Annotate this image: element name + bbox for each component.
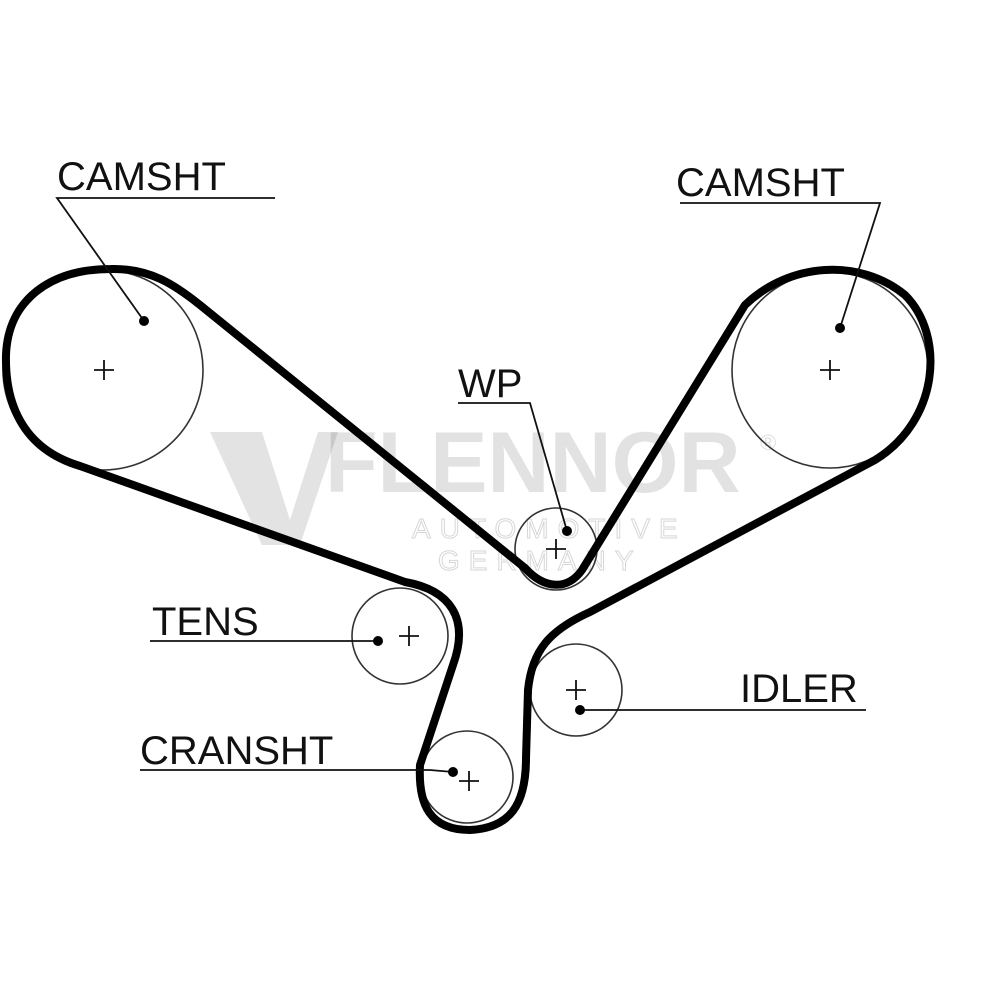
watermark-brand: FLENNOR xyxy=(325,415,741,511)
crankshaft-center-mark xyxy=(459,771,479,791)
flennor-logo-shape xyxy=(210,432,338,545)
crankshaft-label: CRANSHT xyxy=(140,729,333,773)
tensioner-pulley xyxy=(351,587,449,685)
camshaft-right-leader xyxy=(680,202,882,329)
camshaft-right-label: CAMSHT xyxy=(676,161,845,205)
idler-leader-dot xyxy=(575,705,585,715)
tensioner-label: TENS xyxy=(152,600,259,644)
tensioner-center-mark xyxy=(399,626,419,646)
watermark-line1: AUTOMOTIVE xyxy=(412,513,687,544)
camshaft-left-leader-dot xyxy=(139,316,149,326)
camshaft-left-center-mark xyxy=(94,360,114,380)
crankshaft-pulley xyxy=(420,730,514,824)
water-pump-leader-dot xyxy=(562,526,572,536)
watermark-line2: GERMANY xyxy=(438,545,643,576)
camshaft-left-leader xyxy=(55,197,275,322)
idler-label: IDLER xyxy=(740,667,858,711)
water-pump-leader xyxy=(458,402,568,532)
camshaft-left-label: CAMSHT xyxy=(57,155,226,199)
idler-center-mark xyxy=(566,680,586,700)
timing-belt xyxy=(1,264,935,834)
camshaft-right-center-mark xyxy=(820,360,840,380)
watermark-registered: ® xyxy=(760,430,776,455)
flennor-watermark: FLENNOR ® AUTOMOTIVE GERMANY xyxy=(210,415,776,577)
crankshaft-leader xyxy=(140,769,454,773)
camshaft-right-leader-dot xyxy=(835,323,845,333)
tensioner-leader-dot xyxy=(373,636,383,646)
water-pump-label: WP xyxy=(458,362,522,406)
water-pump-center-mark xyxy=(546,539,566,559)
crankshaft-leader-dot xyxy=(448,767,458,777)
